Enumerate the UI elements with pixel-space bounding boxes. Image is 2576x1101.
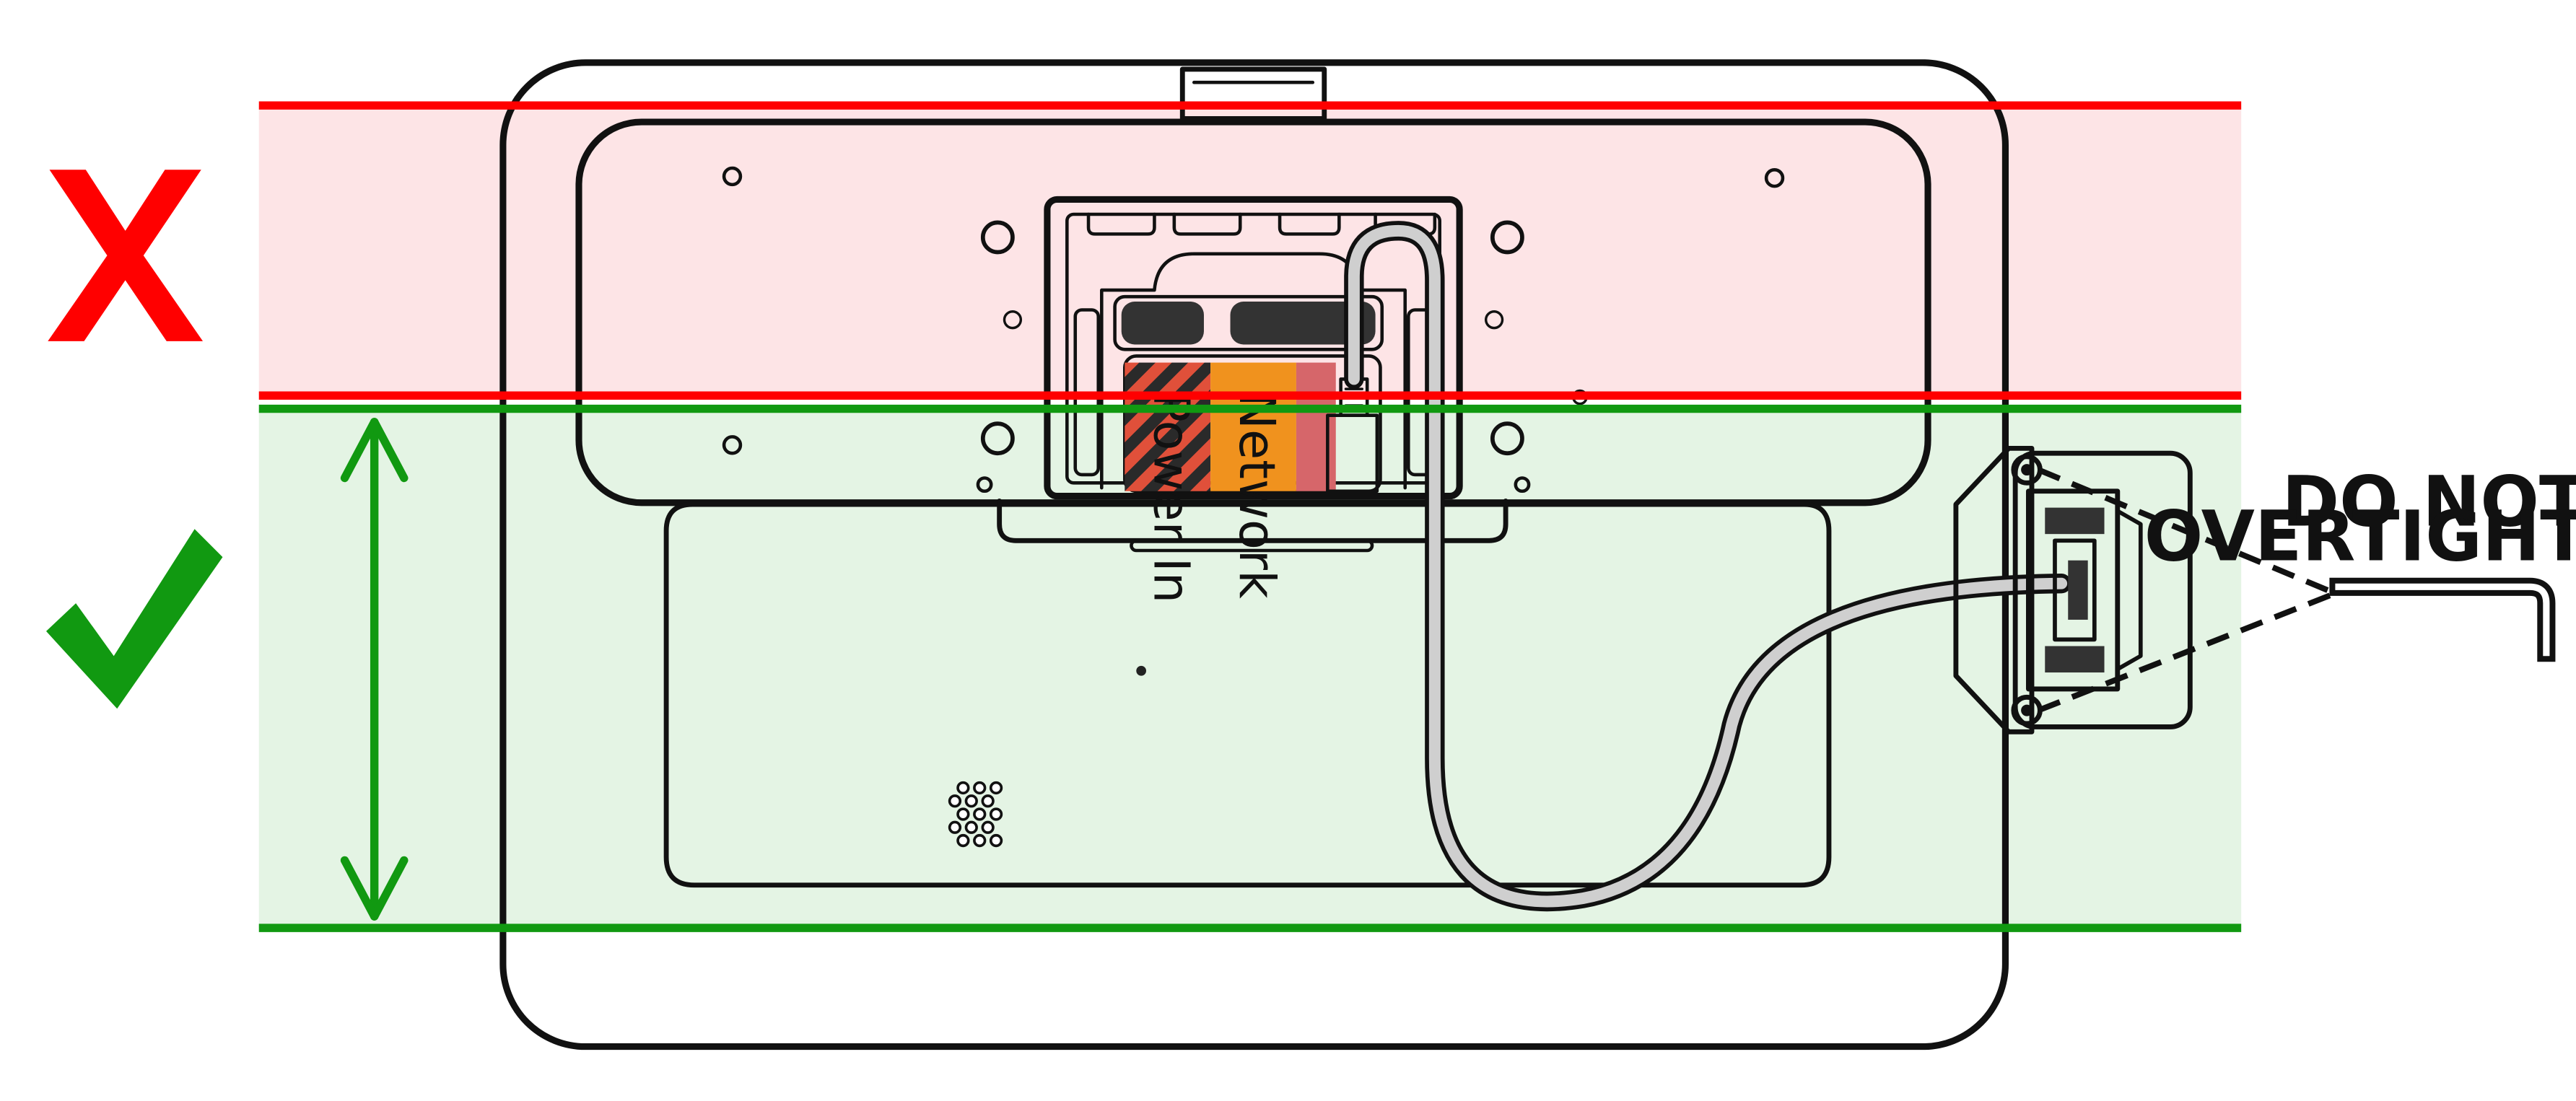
network-port-label: Network [1228,392,1285,599]
cable [1344,221,2071,912]
power-port-label: Power In [1142,392,1200,604]
device-body [499,59,2009,1050]
double-arrow-icon [340,418,409,921]
speaker-grille-icon [948,781,1003,848]
power-port [1125,362,1211,491]
screen-panel [663,501,1832,888]
x-mark-icon [48,170,204,341]
warning-line-1: DO NOT [2282,462,2576,543]
network-port [1210,362,1296,491]
warning-line-2: OVERTIGHTEN! [2144,496,2576,577]
device: Power In Network [499,59,2009,1050]
wrong-zone-band [258,105,2242,396]
torque-warning-lines [2037,467,2336,714]
hex-key-icon [2329,577,2556,662]
check-mark-icon [45,529,223,709]
